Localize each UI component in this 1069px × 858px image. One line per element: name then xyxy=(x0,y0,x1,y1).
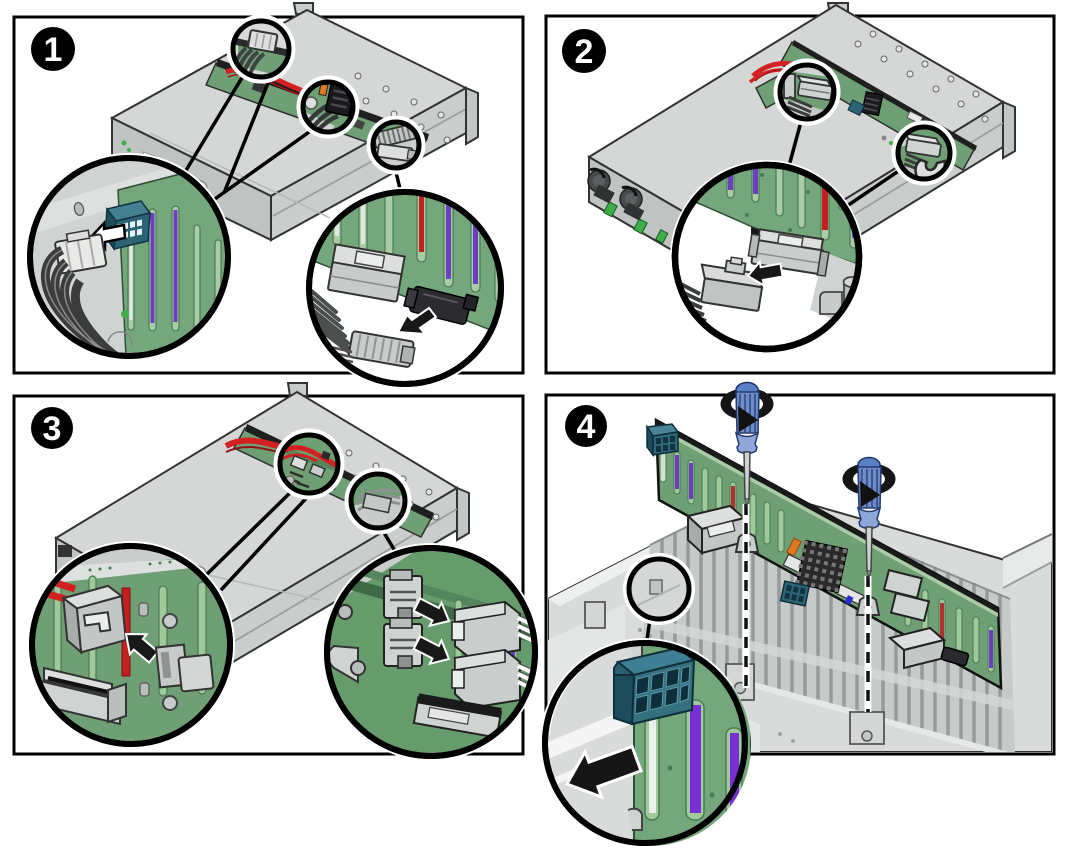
svg-text:4: 4 xyxy=(577,408,596,446)
svg-text:1: 1 xyxy=(44,31,63,69)
svg-text:2: 2 xyxy=(575,33,594,71)
svg-text:3: 3 xyxy=(43,410,62,448)
